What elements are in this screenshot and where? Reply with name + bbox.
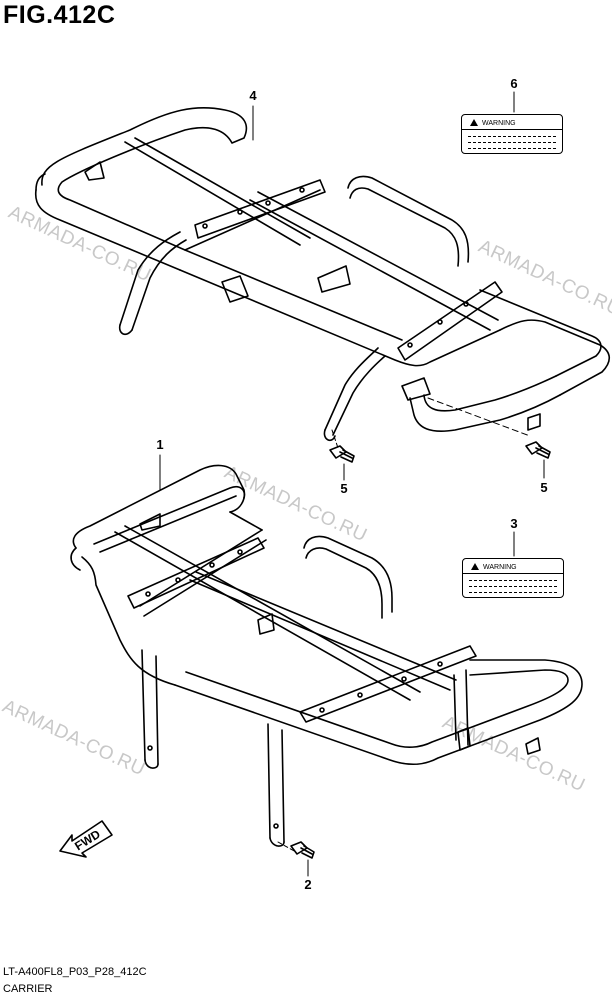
bolt-5-left xyxy=(329,445,355,463)
callout-5-right: 5 xyxy=(540,480,548,495)
warning-triangle-icon xyxy=(471,563,479,570)
callout-5-left: 5 xyxy=(340,481,348,496)
warning-label-heading: WARNING xyxy=(483,564,517,571)
callout-4: 4 xyxy=(249,88,257,103)
bolt-5-right xyxy=(525,441,551,459)
diagram-code: LT-A400FL8_P03_P28_412C xyxy=(3,966,147,978)
diagram-name: CARRIER xyxy=(3,983,53,995)
forward-arrow-icon: FWD xyxy=(59,820,113,858)
figure-title: FIG.412C xyxy=(3,1,116,29)
bolt-2 xyxy=(290,841,315,859)
warning-label-heading: WARNING xyxy=(482,120,516,127)
warning-label-3: WARNING xyxy=(462,558,564,598)
lower-carrier-rack xyxy=(70,464,583,853)
callout-1: 1 xyxy=(156,437,164,452)
warning-label-6: WARNING xyxy=(461,114,563,154)
warning-triangle-icon xyxy=(470,119,478,126)
callout-2: 2 xyxy=(304,877,312,892)
callout-3: 3 xyxy=(510,516,518,531)
callout-6: 6 xyxy=(510,76,518,91)
upper-carrier-rack xyxy=(34,107,611,449)
leader-lines xyxy=(159,91,545,877)
